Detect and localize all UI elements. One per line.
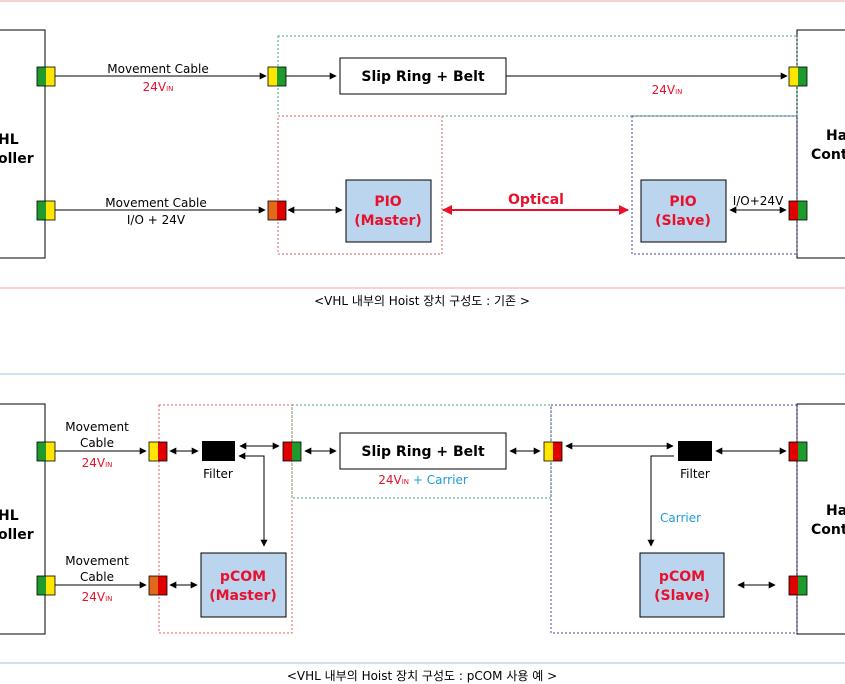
- connector2-master-bottom: [148, 575, 168, 596]
- optical-label: Optical: [508, 192, 564, 208]
- connector-left-bottom: [36, 200, 56, 221]
- pcom-master-region: [158, 404, 293, 634]
- hand-controller-label-2a: Ha: [826, 503, 845, 519]
- slip-ring-label-2: Slip Ring + Belt: [361, 444, 485, 460]
- connector-right-top: [788, 66, 808, 87]
- slave-region: [631, 115, 798, 255]
- movement-cable-4-power: 24VIN: [82, 590, 113, 604]
- movement-cable-1-power: 24VIN: [143, 80, 174, 94]
- caption-pcom: <VHL 내부의 Hoist 장치 구성도 : pCOM 사용 예 >: [287, 669, 557, 683]
- pio-slave-label-1: PIO: [669, 194, 696, 210]
- movement-cable-2-label: Movement Cable: [105, 196, 206, 210]
- pcom-slave-box: [639, 552, 725, 618]
- carrier-label: Carrier: [660, 511, 701, 525]
- caption-existing: <VHL 내부의 Hoist 장치 구성도 : 기존 >: [314, 294, 530, 308]
- pio-slave-label-2: (Slave): [655, 213, 711, 229]
- diagram-pcom: HL oller Ha Cont Movement Cable 24VIN Fi…: [0, 373, 845, 683]
- pio-master-label-2: (Master): [354, 213, 422, 229]
- diagram-existing: HL oller Ha Cont Movement Cable 24VIN Sl…: [0, 0, 845, 308]
- filter-right-label: Filter: [680, 467, 710, 481]
- movement-cable-1-label: Movement Cable: [107, 62, 208, 76]
- connector-right-bottom: [788, 200, 808, 221]
- pcom-master-label-2: (Master): [209, 588, 277, 604]
- filter-to-pcom-slave-line: [647, 455, 674, 547]
- pcom-master-box: [200, 552, 287, 618]
- pcom-slave-region: [550, 404, 798, 634]
- hand-controller-box: [796, 29, 845, 259]
- connector2-left-bottom: [36, 575, 56, 596]
- connector2-left-top: [36, 441, 56, 462]
- connector2-right-bottom: [788, 575, 808, 596]
- movement-cable-4-label-2: Cable: [80, 570, 114, 584]
- filter-to-pcom-master-line: [238, 452, 268, 547]
- movement-cable-3-label-2: Cable: [80, 436, 114, 450]
- pcom-slave-label-2: (Slave): [654, 588, 710, 604]
- vhl-controller-label-1: HL: [0, 132, 19, 148]
- vhl-controller-label-2: oller: [0, 151, 34, 167]
- io-24v-label: I/O+24V: [733, 194, 784, 208]
- connector-master-io: [267, 200, 287, 221]
- connector2-slip-right: [543, 441, 563, 462]
- connector2-slip-left: [282, 441, 302, 462]
- hand-controller-label-2b: Cont: [811, 522, 845, 538]
- filter-left-box: [202, 441, 235, 461]
- slip-ring-box: [339, 57, 507, 95]
- pcom-master-label-1: pCOM: [220, 569, 266, 585]
- vhl-controller-label-2a: HL: [0, 508, 19, 524]
- pio-master-box: [345, 179, 432, 243]
- slip-ring-box-2: [339, 432, 507, 470]
- filter-right-box: [678, 441, 712, 461]
- movement-cable-2-sub: I/O + 24V: [127, 213, 186, 227]
- connector-left-top: [36, 66, 56, 87]
- hand-controller-box-2: [796, 403, 845, 635]
- movement-cable-3-power: 24VIN: [82, 456, 113, 470]
- movement-cable-4-label-1: Movement: [65, 554, 129, 568]
- hand-controller-label-2: Cont: [811, 147, 845, 163]
- hand-controller-label-1: Ha: [826, 128, 845, 144]
- pio-slave-box: [640, 179, 727, 243]
- connector2-master-top: [148, 441, 168, 462]
- master-region: [277, 115, 443, 255]
- slip-ring-label: Slip Ring + Belt: [361, 69, 485, 85]
- movement-cable-3-label-1: Movement: [65, 420, 129, 434]
- filter-left-label: Filter: [203, 467, 233, 481]
- pio-master-label-1: PIO: [374, 194, 401, 210]
- vhl-controller-label-2b: oller: [0, 527, 34, 543]
- right-power-label: 24VIN: [652, 83, 683, 97]
- pcom-slave-label-1: pCOM: [659, 569, 705, 585]
- carrier-power-label: 24VIN + Carrier: [378, 473, 468, 487]
- connector2-right-top: [788, 441, 808, 462]
- connector-mid-top: [267, 66, 287, 87]
